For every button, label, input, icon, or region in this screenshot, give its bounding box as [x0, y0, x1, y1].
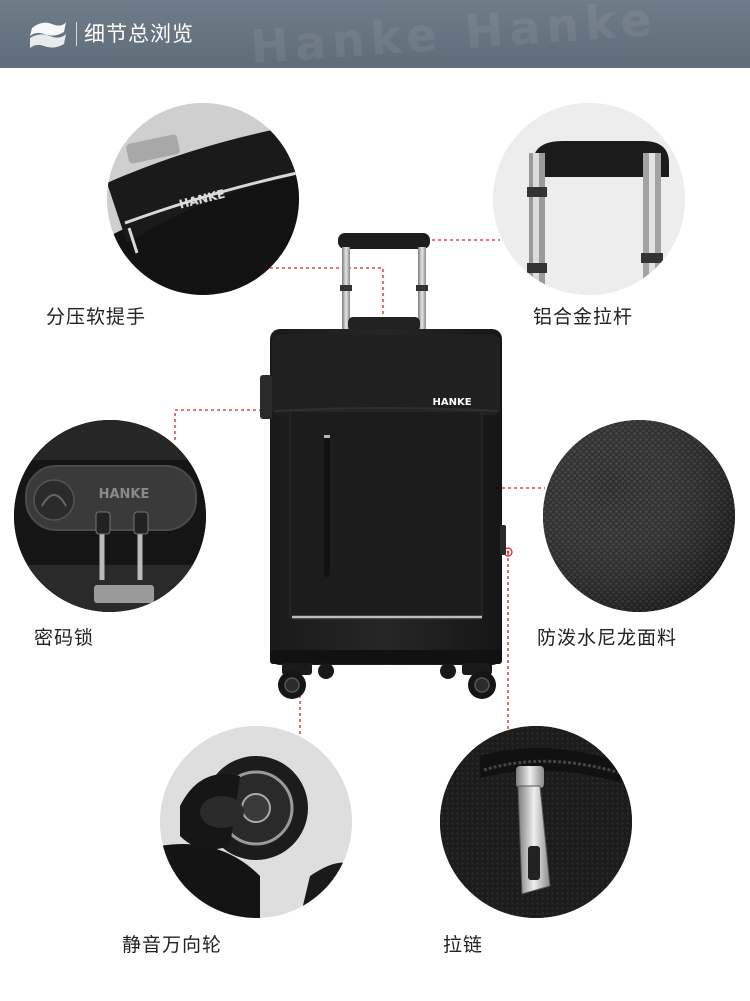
nylon-fabric-closeup-icon [543, 420, 735, 612]
suitcase-brand: HANKE [432, 397, 471, 408]
combination-lock-closeup-icon: HANKE [14, 420, 206, 612]
zipper-label: 拉链 [443, 934, 484, 956]
wheel-label: 静音万向轮 [122, 934, 223, 956]
folded-cloth-icon [30, 22, 66, 48]
trolley-label: 铝合金拉杆 [533, 306, 634, 328]
header-divider [76, 22, 77, 46]
trolley-bar-closeup-icon [493, 103, 685, 295]
spinner-wheel-closeup-icon [160, 726, 352, 918]
lock-label: 密码锁 [34, 627, 95, 649]
zipper-closeup-icon [440, 726, 632, 918]
fabric-label: 防泼水尼龙面料 [537, 627, 678, 649]
page-title: 细节总浏览 [84, 22, 194, 46]
handle-label: 分压软提手 [46, 306, 147, 328]
header-bar: Hanke Hanke 细节总浏览 [0, 0, 750, 68]
lock-brand: HANKE [99, 487, 150, 502]
suitcase-image: HANKE [260, 233, 506, 699]
handle-closeup-icon: HANKE [107, 103, 299, 295]
